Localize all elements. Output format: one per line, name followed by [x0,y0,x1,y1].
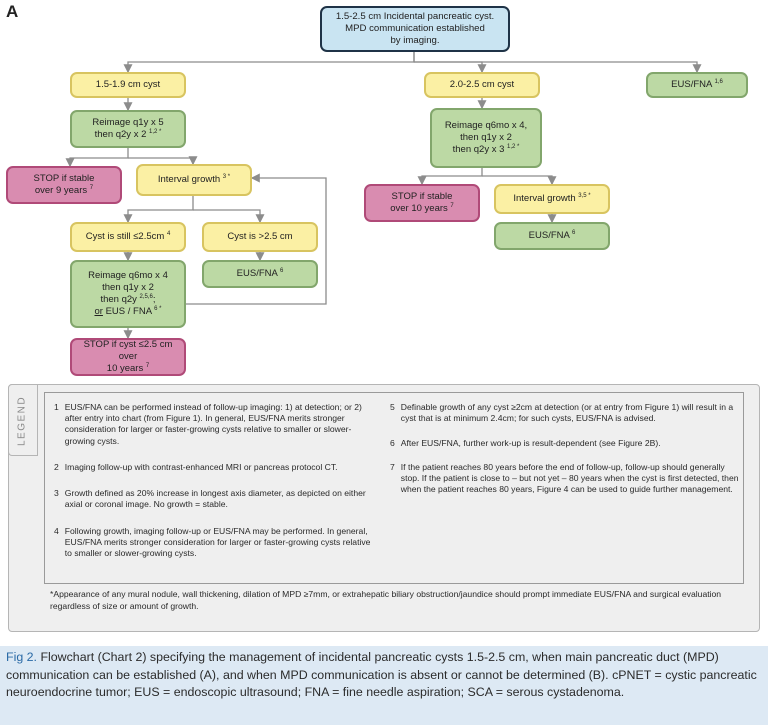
legend-tab [8,384,38,456]
node-eus-fna-right: EUS/FNA 6 [494,222,610,250]
node-eus-fna-left-text: EUS/FNA 6 [236,267,284,279]
node-cyst-still-small: Cyst is still ≤2.5cm 4 [70,222,186,252]
node-stop-small: STOP if cyst ≤2.5 cm over 10 years 7 [70,338,186,376]
node-reimage-left: Reimage q6mo x 4 then q1y x 2 then q2y 2… [70,260,186,328]
node-stop-9-years-text: STOP if stable over 9 years 7 [33,172,95,197]
connector-growth-over [193,209,265,224]
connector-root-small [123,52,415,74]
node-interval-growth-right-text: Interval growth 3,5 * [513,192,591,204]
node-reimage-mid-text: Reimage q6mo x 4, then q1y x 2 then q2y … [444,119,528,156]
node-interval-growth-right: Interval growth 3,5 * [494,184,610,214]
node-eus-fna-left: EUS/FNA 6 [202,260,318,288]
connector-root-eus [414,61,702,74]
flowchart-connectors [65,52,702,340]
node-eus-fna-right-text: EUS/FNA 6 [528,229,576,241]
node-interval-growth-left-text: Interval growth 3 * [157,173,231,185]
connector-reimage-growth-right [482,175,557,186]
node-reimage-small: Reimage q1y x 5 then q2y x 2 1,2 * [70,110,186,148]
connector-reimage-stop9 [65,148,129,168]
legend-footnote: *Appearance of any mural nodule, wall th… [50,589,722,611]
node-reimage-small-text: Reimage q1y x 5 then q2y x 2 1,2 * [92,116,164,141]
figure-caption: Fig 2. Flowchart (Chart 2) specifying th… [0,646,768,725]
node-cyst-still-small-text: Cyst is still ≤2.5cm 4 [85,230,171,242]
connector-loop-back [186,173,327,305]
node-cyst-over-2-5-text: Cyst is >2.5 cm [227,230,293,242]
node-stop-10-years-text: STOP if stable over 10 years 7 [390,190,454,215]
node-interval-growth-left: Interval growth 3 * [136,164,252,196]
connector-reimage-stop10 [417,168,483,186]
node-size-mid: 2.0-2.5 cm cyst [424,72,540,98]
legend-notes-frame [44,392,744,584]
node-root-text: 1.5-2.5 cm Incidental pancreatic cyst. M… [335,10,495,47]
node-stop-9-years: STOP if stable over 9 years 7 [6,166,122,204]
node-stop-small-text: STOP if cyst ≤2.5 cm over 10 years 7 [83,338,173,375]
node-eus-fna-top: EUS/FNA 1,6 [646,72,748,98]
node-reimage-mid: Reimage q6mo x 4, then q1y x 2 then q2y … [430,108,542,168]
node-root: 1.5-2.5 cm Incidental pancreatic cyst. M… [320,6,510,52]
node-size-small: 1.5-1.9 cm cyst [70,72,186,98]
panel-label: A [6,2,19,21]
connector-reimage-growth [128,156,198,166]
node-reimage-left-text: Reimage q6mo x 4 then q1y x 2 then q2y 2… [88,269,168,318]
node-stop-10-years: STOP if stable over 10 years 7 [364,184,480,222]
legend-title: LEGEND [16,395,28,447]
figure-label: Fig 2. [6,650,37,664]
figure-caption-text: Flowchart (Chart 2) specifying the manag… [6,650,757,700]
node-cyst-over-2-5: Cyst is >2.5 cm [202,222,318,252]
node-size-mid-text: 2.0-2.5 cm cyst [449,78,515,90]
node-eus-fna-top-text: EUS/FNA 1,6 [671,78,723,90]
node-size-small-text: 1.5-1.9 cm cyst [95,78,161,90]
connector-growth-still [123,196,194,224]
